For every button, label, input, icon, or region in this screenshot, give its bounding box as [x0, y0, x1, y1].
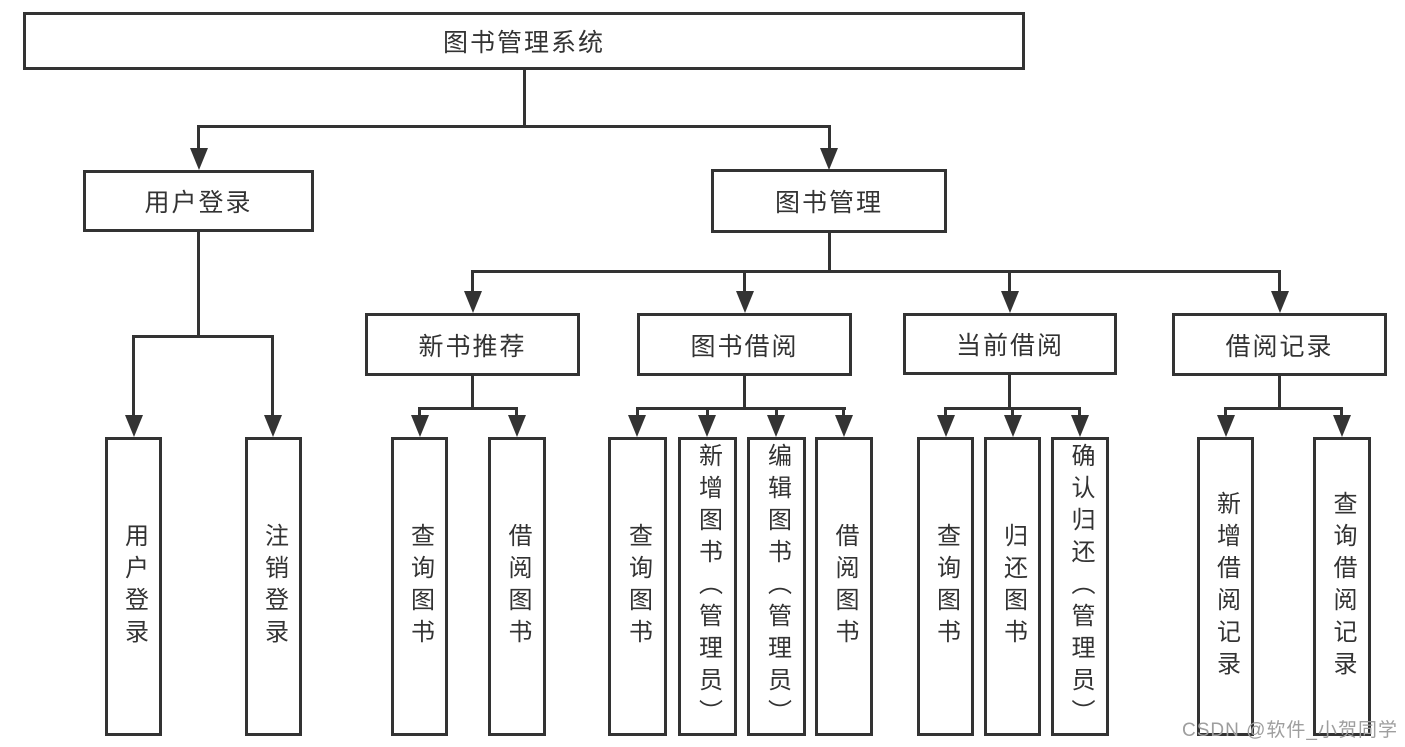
arrowhead-down-icon [1333, 415, 1351, 437]
leaf-query-books-borrowing: 查询图书 [608, 437, 667, 736]
arrowhead-down-icon [190, 148, 208, 170]
leaf-add-books-admin: 新增图书（管理员） [678, 437, 737, 736]
arrowhead-down-icon [736, 291, 754, 313]
arrowhead-down-icon [1001, 291, 1019, 313]
connector-shaft [842, 407, 845, 417]
arrowhead-down-icon [820, 148, 838, 170]
arrowhead-down-icon [767, 415, 785, 437]
csdn-watermark: CSDN @软件_小贺同学 [1182, 720, 1398, 741]
leaf-add-borrow-record: 新增借阅记录 [1197, 437, 1254, 736]
connector-stem [1008, 375, 1011, 409]
arrowhead-down-icon [937, 415, 955, 437]
connector-stem [471, 376, 474, 409]
arrowhead-down-icon [835, 415, 853, 437]
connector-stem [743, 376, 746, 409]
connector-stem [197, 232, 200, 336]
leaf-logout: 注销登录 [245, 437, 302, 736]
connector-shaft [418, 407, 421, 417]
arrowhead-down-icon [264, 415, 282, 437]
connector-shaft [1278, 270, 1281, 293]
arrowhead-down-icon [1004, 415, 1022, 437]
connector-shaft [944, 407, 947, 417]
connector-shaft [197, 125, 200, 150]
connector-shaft [1008, 270, 1011, 293]
leaf-query-books-recommend: 查询图书 [391, 437, 448, 736]
connector-shaft [828, 125, 831, 150]
arrowhead-down-icon [1271, 291, 1289, 313]
leaf-query-borrow-record: 查询借阅记录 [1313, 437, 1371, 736]
arrowhead-down-icon [464, 291, 482, 313]
leaf-edit-books-admin: 编辑图书（管理员） [747, 437, 806, 736]
connector-branch [636, 407, 846, 410]
connector-shaft [1011, 407, 1014, 417]
connector-branch [418, 407, 518, 410]
leaf-return-books: 归还图书 [984, 437, 1041, 736]
connector-shaft [1340, 407, 1343, 417]
connector-shaft [1078, 407, 1081, 417]
arrowhead-down-icon [125, 415, 143, 437]
arrowhead-down-icon [508, 415, 526, 437]
connector-shaft [515, 407, 518, 417]
connector-shaft [706, 407, 709, 417]
node-library-management-system: 图书管理系统 [23, 12, 1025, 70]
leaf-user-login: 用户登录 [105, 437, 162, 736]
arrowhead-down-icon [628, 415, 646, 437]
leaf-borrow-books: 借阅图书 [815, 437, 873, 736]
leaf-query-books-current: 查询图书 [917, 437, 974, 736]
arrowhead-down-icon [1071, 415, 1089, 437]
connector-branch [132, 335, 274, 338]
leaf-confirm-return-admin: 确认归还（管理员） [1051, 437, 1109, 736]
node-book-management: 图书管理 [711, 169, 947, 233]
connector-branch-level2 [197, 125, 831, 128]
connector-shaft [636, 407, 639, 417]
node-user-login: 用户登录 [83, 170, 314, 232]
connector-shaft [132, 335, 135, 417]
connector-shaft [1224, 407, 1227, 417]
node-new-book-recommendation: 新书推荐 [365, 313, 580, 376]
leaf-borrow-books-recommend: 借阅图书 [488, 437, 546, 736]
arrowhead-down-icon [1217, 415, 1235, 437]
connector-shaft [775, 407, 778, 417]
connector-stem [1278, 376, 1281, 409]
connector-branch-level3 [471, 270, 1281, 273]
connector-shaft [271, 335, 274, 417]
arrowhead-down-icon [698, 415, 716, 437]
connector-shaft [743, 270, 746, 293]
node-book-borrowing: 图书借阅 [637, 313, 852, 376]
connector-root-stem [523, 70, 526, 127]
node-current-borrowing: 当前借阅 [903, 313, 1117, 375]
connector-shaft [471, 270, 474, 293]
connector-stem [828, 232, 831, 272]
arrowhead-down-icon [411, 415, 429, 437]
connector-branch [1224, 407, 1343, 410]
node-borrowing-records: 借阅记录 [1172, 313, 1387, 376]
